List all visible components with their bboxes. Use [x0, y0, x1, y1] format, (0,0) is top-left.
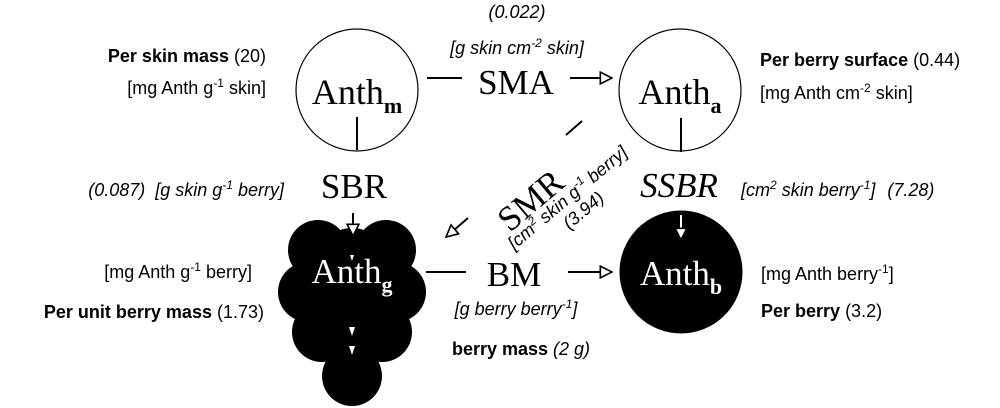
edge-ssbr-unit-exp2: -1 [860, 178, 871, 192]
node-anth-m: Anthm [295, 28, 419, 152]
desc-per-skin-mass-unit-b: skin] [224, 78, 266, 98]
node-anth-m-circle [295, 28, 419, 152]
node-anth-g-sub: g [382, 272, 393, 297]
edge-ssbr-unit-c: ] [868, 180, 876, 200]
node-anth-g-base: Anth [312, 252, 383, 291]
desc-per-unit-berry-mass-unit: [mg Anth g-1 berry] [104, 260, 252, 282]
desc-per-unit-berry-mass-unit-b: berry] [201, 262, 252, 282]
desc-per-berry-title-text: Per berry [761, 301, 840, 321]
edge-sma-unit-a: [g skin cm [449, 38, 531, 58]
edge-bm-caption-value: (2 g) [553, 339, 590, 359]
edge-bm-unit-exp: -1 [562, 297, 573, 311]
edge-bm-caption-title: berry mass [452, 339, 548, 359]
edge-bm-caption: berry mass(2 g) [452, 339, 590, 359]
desc-per-skin-mass-unit-exp: -1 [213, 76, 224, 90]
desc-per-berry-surface-unit-b: skin] [871, 83, 913, 103]
desc-per-berry-unit: [mg Anth berry-1] [761, 262, 894, 284]
node-anth-g: Anthg [278, 220, 426, 406]
desc-per-unit-berry-mass-unit-a: [mg Anth g [104, 262, 190, 282]
desc-per-berry-surface-title-text: Per berry surface [760, 50, 908, 70]
desc-per-unit-berry-mass-title: Per unit berry mass (1.73) [44, 302, 264, 322]
edge-bm-unit-a: [g berry berry [454, 299, 563, 319]
edge-smr-line-start [565, 120, 583, 136]
edge-ssbr-label: SSBR [640, 166, 718, 205]
node-anth-m-label: Anthm [312, 72, 402, 118]
grape-cluster-shape [278, 220, 426, 406]
node-anth-a-label: Antha [639, 72, 722, 118]
edge-sma: SMA (0.022) [g skin cm-2 skin] [427, 2, 612, 102]
edge-sbr-caption: (0.087) [g skin g-1 berry] [88, 178, 285, 200]
edge-sbr-unit-b: berry] [233, 180, 285, 200]
edge-smr-rotated-text: SMR [cm2 skin g-1 berry] (3.94) [490, 141, 632, 254]
node-anth-m-base: Anth [312, 72, 384, 112]
node-anth-a: Antha [618, 28, 742, 152]
edge-sma-label: SMA [478, 63, 555, 102]
edge-sbr-value: (0.087) [88, 180, 145, 200]
edge-sma-unit-exp: -2 [531, 36, 542, 50]
edge-sbr-label: SBR [321, 167, 388, 206]
node-anth-m-sub: m [384, 93, 402, 118]
desc-per-berry-surface-unit-exp: -2 [860, 81, 871, 95]
desc-per-berry-surface-value: (0.44) [908, 50, 960, 70]
desc-per-berry-value: (3.2) [840, 301, 882, 321]
node-anth-b-base: Anth [640, 254, 711, 293]
node-anth-a-base: Anth [639, 72, 711, 112]
edge-bm-label: BM [487, 255, 541, 294]
edge-sbr-unit-exp: -1 [222, 178, 233, 192]
desc-per-unit-berry-mass-unit-exp: -1 [190, 260, 201, 274]
edge-bm-unit: [g berry berry-1] [454, 297, 579, 319]
desc-per-skin-mass-value: (20) [229, 46, 266, 66]
desc-per-skin-mass-title-text: Per skin mass [108, 46, 229, 66]
edge-bm: BM [g berry berry-1] berry mass(2 g) [426, 255, 612, 359]
desc-per-berry-unit-exp: -1 [878, 262, 889, 276]
desc-per-berry-unit-a: [mg Anth berry [761, 264, 878, 284]
edge-ssbr-caption: [cm2 skin berry-1] (7.28) [740, 178, 934, 200]
desc-per-unit-berry-mass-title-text: Per unit berry mass [44, 302, 212, 322]
desc-per-berry-surface: Per berry surface (0.44) [mg Anth cm-2 s… [760, 50, 960, 103]
edge-ssbr-unit-a: [cm [740, 180, 770, 200]
desc-per-skin-mass-unit: [mg Anth g-1 skin] [127, 76, 266, 98]
edge-ssbr-unit-exp1: 2 [769, 178, 777, 192]
desc-per-berry-surface-unit: [mg Anth cm-2 skin] [760, 81, 913, 103]
node-anth-b-label: Anthb [640, 254, 722, 299]
node-anth-a-sub: a [711, 93, 722, 118]
desc-per-berry-surface-title: Per berry surface (0.44) [760, 50, 960, 70]
edge-sma-unit-b: skin] [542, 38, 585, 58]
node-anth-b-circle [619, 210, 743, 334]
edge-ssbr: SSBR [cm2 skin berry-1] (7.28) [640, 118, 934, 240]
desc-per-berry: [mg Anth berry-1] Per berry (3.2) [761, 262, 894, 321]
edge-ssbr-value: (7.28) [887, 180, 934, 200]
edge-sma-unit: [g skin cm-2 skin] [449, 36, 585, 58]
edge-smr: SMR [cm2 skin g-1 berry] (3.94) [446, 120, 632, 254]
node-anth-g-label: Anthg [312, 252, 393, 297]
desc-per-unit-berry-mass-value: (1.73) [212, 302, 264, 322]
edge-sbr: SBR (0.087) [g skin g-1 berry] [88, 117, 388, 236]
edge-smr-arrow [446, 217, 469, 237]
edge-bm-unit-b: ] [570, 299, 578, 319]
node-anth-b: Anthb [619, 210, 743, 334]
desc-per-unit-berry-mass: [mg Anth g-1 berry] Per unit berry mass … [44, 260, 264, 322]
edge-ssbr-unit-b: skin berry [777, 180, 861, 200]
desc-per-berry-surface-unit-a: [mg Anth cm [760, 83, 860, 103]
desc-per-skin-mass-title: Per skin mass (20) [108, 46, 266, 66]
desc-per-skin-mass-unit-a: [mg Anth g [127, 78, 213, 98]
desc-per-berry-title: Per berry (3.2) [761, 301, 882, 321]
node-anth-b-sub: b [710, 274, 722, 299]
desc-per-berry-unit-b: ] [889, 264, 894, 284]
desc-per-skin-mass: Per skin mass (20) [mg Anth g-1 skin] [108, 46, 266, 98]
edge-sbr-unit-a: [g skin g [154, 180, 222, 200]
edge-smr-unit-c: berry] [579, 141, 632, 190]
grape-cluster-highlights [349, 255, 355, 355]
edge-sma-value: (0.022) [488, 2, 545, 22]
